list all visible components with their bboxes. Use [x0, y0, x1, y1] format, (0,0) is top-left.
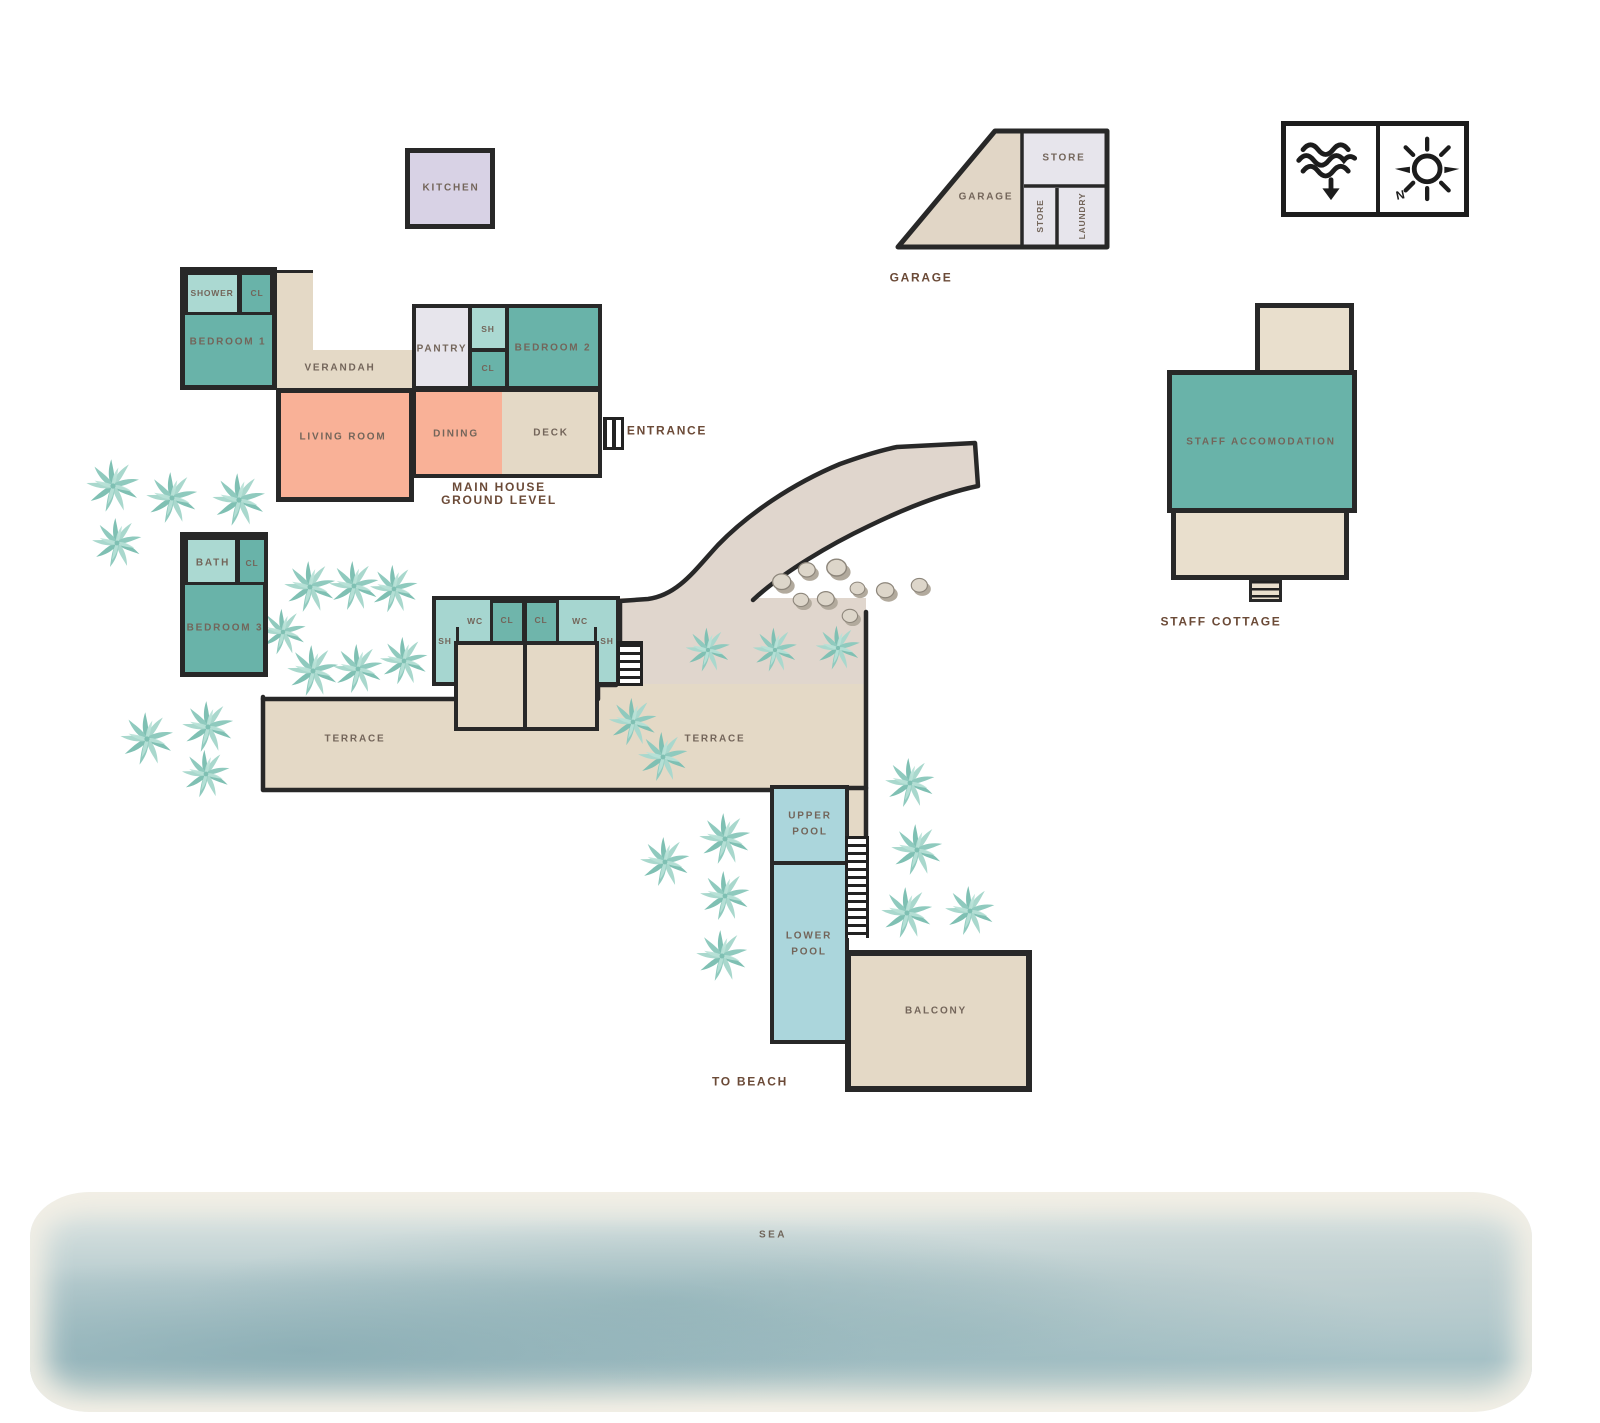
label-store-main: STORE	[1042, 152, 1086, 164]
rock-icon	[910, 577, 932, 597]
label-shower-right: SH	[600, 636, 614, 646]
pool-steps-icon	[845, 836, 869, 938]
palm-tree-icon	[145, 472, 198, 524]
palm-tree-icon	[286, 645, 339, 697]
label-terrace-right: TERRACE	[684, 733, 746, 745]
room-dining-deck-block	[412, 388, 602, 478]
waves-down-arrow-icon	[1296, 142, 1358, 201]
label-pantry: PANTRY	[416, 343, 468, 355]
room-living-room	[276, 388, 414, 502]
room-pantry	[412, 304, 472, 390]
palm-tree-icon	[181, 749, 230, 798]
sea-area	[30, 1192, 1532, 1412]
rock-icon	[771, 573, 796, 595]
palm-tree-icon	[884, 758, 935, 808]
label-bedroom2-closet: CL	[481, 363, 495, 373]
label-shower: SHOWER	[190, 288, 234, 298]
pool-divider	[774, 861, 845, 865]
room-shower	[185, 272, 240, 315]
palm-tree-icon	[699, 871, 750, 921]
room-balcony	[845, 950, 1032, 1092]
room-kitchen	[405, 148, 495, 229]
label-lower-pool: LOWER POOL	[785, 930, 833, 958]
palm-tree-icon	[639, 837, 690, 887]
label-bedroom1: BEDROOM 1	[189, 336, 267, 348]
label-closet-left: CL	[500, 615, 514, 625]
caption-main-house: MAIN HOUSE GROUND LEVEL	[441, 481, 557, 507]
label-wc-right: WC	[572, 616, 588, 626]
rock-icon	[875, 582, 899, 603]
terrace-area	[263, 684, 866, 838]
palm-tree-icon	[85, 459, 140, 513]
label-closet-right: CL	[534, 615, 548, 625]
label-bedroom3: BEDROOM 3	[186, 622, 264, 634]
caption-main-house-line1: MAIN HOUSE	[452, 480, 546, 494]
caption-staff-cottage: STAFF COTTAGE	[1160, 614, 1282, 629]
label-store-small: STORE	[1035, 199, 1045, 233]
palm-tree-icon	[119, 712, 174, 766]
palm-tree-icon	[698, 813, 751, 865]
label-kitchen: KITCHEN	[422, 182, 480, 194]
room-staff-accommodation	[1167, 370, 1357, 513]
room-bedroom2-shower	[468, 304, 509, 352]
pool-block	[770, 785, 849, 1044]
label-laundry: LAUNDRY	[1077, 192, 1087, 240]
legend-box: N	[1281, 121, 1469, 217]
room-suite-left	[454, 641, 527, 731]
palm-tree-icon	[369, 564, 418, 613]
label-terrace-left: TERRACE	[324, 733, 386, 745]
palm-tree-icon	[91, 518, 142, 568]
staff-cottage-bottom-wing	[1171, 507, 1349, 580]
room-bath	[185, 537, 238, 585]
driveway-area	[620, 443, 978, 686]
caption-entrance: ENTRANCE	[626, 423, 708, 438]
label-balcony: BALCONY	[904, 1005, 968, 1017]
label-sea: SEA	[758, 1229, 788, 1241]
label-bedroom2: BEDROOM 2	[514, 342, 592, 354]
label-living-room: LIVING ROOM	[299, 431, 387, 443]
label-verandah: VERANDAH	[304, 362, 376, 374]
palm-tree-icon	[283, 561, 336, 613]
palm-tree-icon	[695, 930, 748, 982]
palm-tree-icon	[328, 561, 379, 611]
palm-tree-icon	[890, 824, 943, 876]
room-bedroom1-closet	[239, 272, 273, 315]
label-upper-pool: UPPER POOL	[788, 810, 832, 838]
label-deck: DECK	[533, 427, 569, 439]
room-bedroom3-closet	[237, 537, 267, 585]
label-staff-accommodation: STAFF ACCOMODATION	[1186, 436, 1336, 448]
room-dining	[416, 392, 502, 474]
palm-tree-icon	[211, 473, 266, 527]
garage-building	[895, 128, 1110, 250]
label-bath: BATH	[195, 557, 231, 569]
palm-tree-icon	[944, 886, 995, 936]
label-wc-left: WC	[467, 616, 483, 626]
label-bedroom2-shower: SH	[481, 324, 495, 334]
legend-divider	[1376, 126, 1380, 212]
label-shower-left: SH	[438, 636, 452, 646]
entrance-steps-icon	[603, 417, 624, 450]
terrace-steps-icon	[617, 641, 643, 686]
label-bedroom1-closet: CL	[250, 288, 264, 298]
palm-tree-icon	[379, 636, 428, 685]
caption-to-beach: TO BEACH	[711, 1074, 789, 1089]
label-garage-room: GARAGE	[958, 191, 1014, 203]
staff-cottage-steps-icon	[1249, 578, 1282, 602]
palm-tree-icon	[332, 644, 383, 694]
rock-icon	[797, 561, 820, 582]
verandah-strip-horizontal	[312, 350, 413, 390]
caption-garage: GARAGE	[889, 270, 953, 285]
label-bedroom3-closet: CL	[245, 558, 259, 568]
staff-cottage-top-wing	[1255, 303, 1354, 377]
label-dining: DINING	[433, 428, 479, 440]
verandah-strip-vertical	[277, 270, 313, 390]
rock-icon	[849, 581, 869, 599]
palm-tree-icon	[880, 887, 933, 939]
palm-tree-icon	[181, 701, 234, 753]
rock-icon	[826, 558, 852, 582]
room-suite-right	[523, 641, 599, 731]
caption-main-house-line2: GROUND LEVEL	[441, 493, 557, 507]
sun-north-icon	[1394, 136, 1460, 202]
